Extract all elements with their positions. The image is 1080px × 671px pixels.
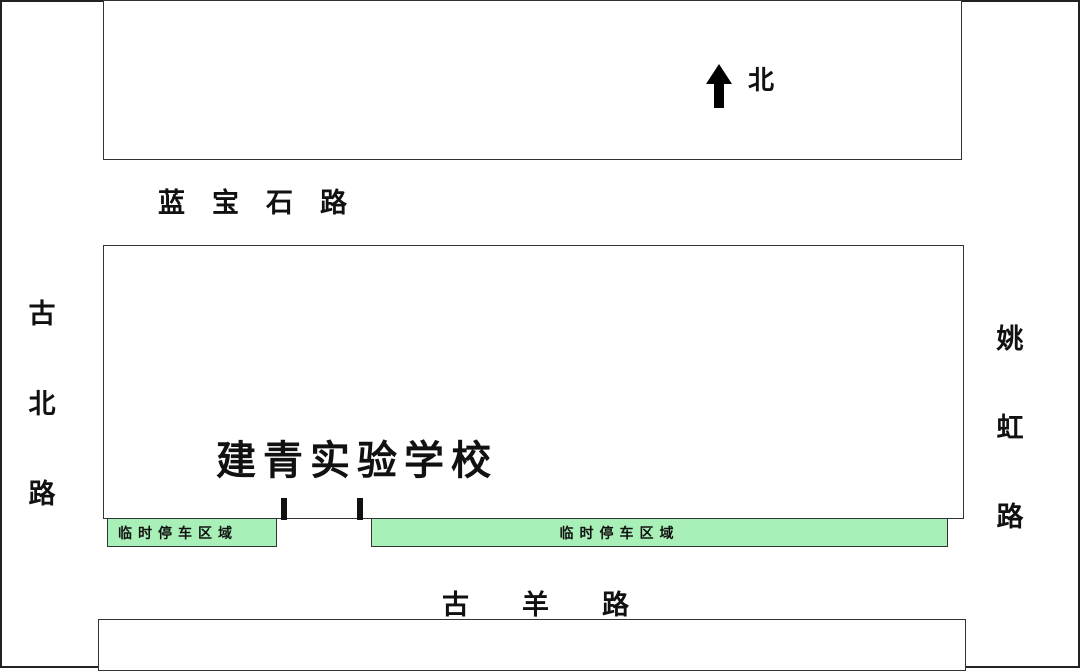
road-char: 古 [442,590,469,621]
road-char: 虹 [996,413,1024,444]
gate-post-right [357,498,363,520]
north-block [103,0,962,160]
gate-post-left [281,498,287,520]
south-block [98,619,966,671]
parking-area-left: 临时停车区域 [107,518,277,547]
compass: 北 [706,64,774,108]
road-char: 姚 [996,324,1024,355]
road-char: 石 [266,188,293,219]
parking-label: 临时停车区域 [559,525,680,542]
road-char: 北 [28,389,56,420]
north-arrow-icon [706,64,732,108]
parking-area-right: 临时停车区域 [371,518,948,547]
road-char: 宝 [212,188,239,219]
parking-label: 临时停车区域 [118,525,238,542]
road-char: 路 [602,590,629,621]
north-label: 北 [748,65,775,96]
road-char: 路 [28,479,56,510]
road-char: 路 [320,188,347,219]
road-char: 蓝 [158,188,185,219]
road-char: 古 [28,299,56,330]
school-name: 建青实验学校 [216,437,498,484]
road-char: 羊 [522,590,549,621]
road-char: 路 [996,502,1024,533]
